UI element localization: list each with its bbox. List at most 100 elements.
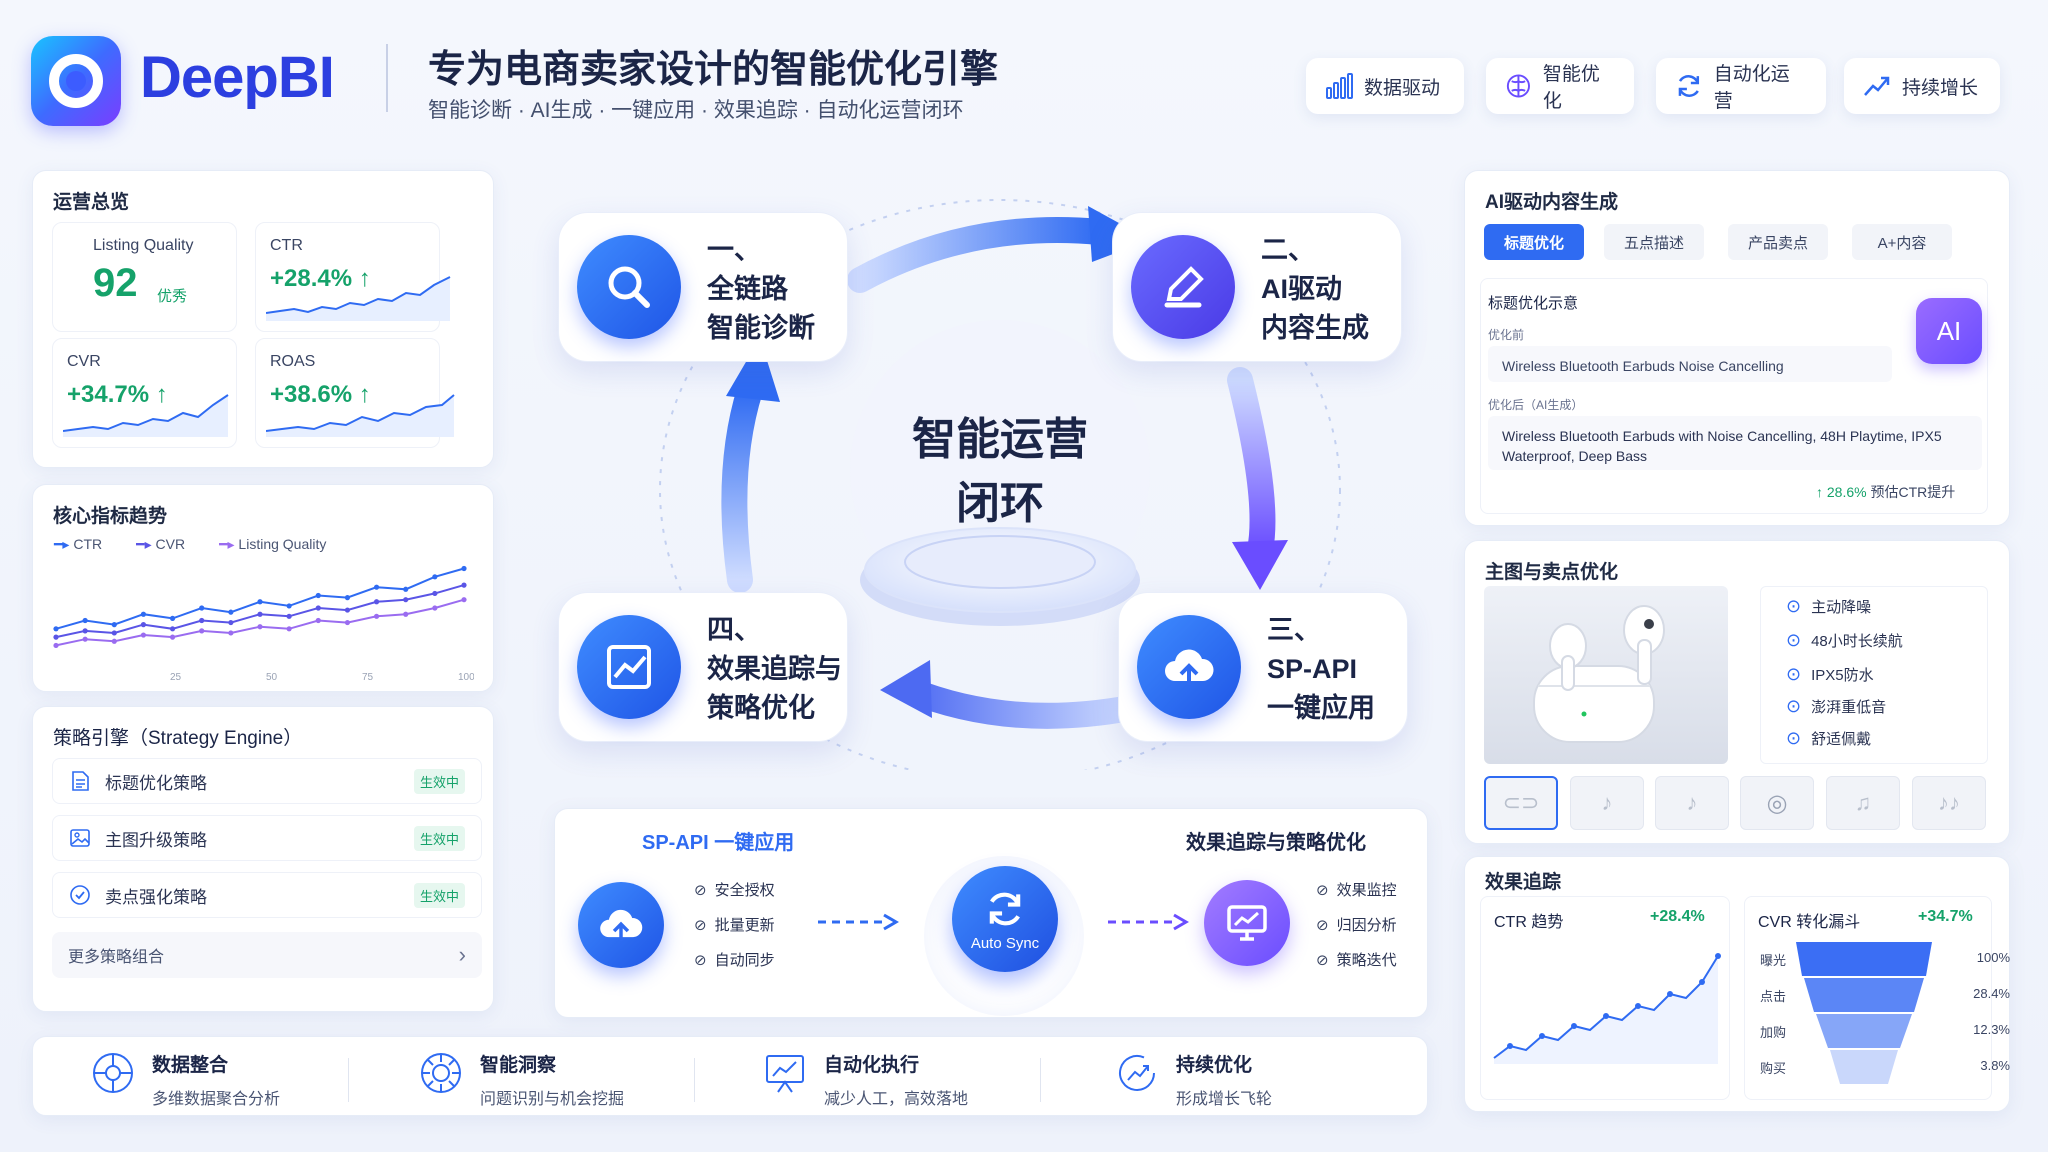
pill-label: 自动化运营 [1713, 64, 1790, 112]
trend-point [140, 632, 147, 638]
strategy-row-image[interactable]: 主图升级策略 生效中 [52, 815, 482, 861]
list-item: ⊘策略迭代 [1316, 951, 1397, 970]
step-ai-content[interactable]: 二、AI驱动内容生成 [1112, 212, 1402, 362]
refresh-icon [1678, 75, 1700, 97]
line-chart-icon [577, 615, 681, 719]
trend-point [111, 622, 117, 628]
tracking-card: 效果追踪 [1464, 856, 2010, 1112]
feature-panel [1760, 586, 1988, 764]
tab-bullets[interactable]: 五点描述 [1604, 224, 1704, 260]
check-circle-icon [70, 885, 90, 905]
kpi-label: Listing Quality [93, 237, 194, 254]
list-item: ⊘批量更新 [694, 916, 775, 935]
step-tracking[interactable]: 四、效果追踪与策略优化 [558, 592, 848, 742]
kpi-roas[interactable]: ROAS +38.6% ↑ [255, 338, 455, 448]
more-strategies-button[interactable]: 更多策略组合 › [52, 932, 482, 978]
trend-series-ctr [55, 567, 465, 630]
sync-left-title: SP-API 一键应用 [642, 832, 795, 854]
tab-aplus[interactable]: A+内容 [1852, 224, 1952, 260]
funnel-pct: 3.8% [1980, 1058, 2010, 1073]
divider [348, 1058, 349, 1102]
brain-icon [1506, 74, 1530, 98]
thumbnail-1[interactable]: ⊂⊃ [1484, 776, 1558, 830]
trend-point [286, 613, 292, 619]
pill-data-driven[interactable]: 数据驱动 [1306, 58, 1464, 114]
kpi-label: ROAS [270, 353, 316, 370]
trend-point [344, 619, 351, 626]
pill-growth[interactable]: 持续增长 [1844, 58, 2000, 114]
pill-smart-optimize[interactable]: 智能优化 [1486, 58, 1634, 114]
trend-point [140, 622, 147, 628]
bottom-item-automation: 自动化执行减少人工，高效落地 [762, 1050, 968, 1109]
divider [694, 1058, 695, 1102]
pill-label: 智能优化 [1542, 64, 1600, 112]
product-image[interactable] [1484, 586, 1728, 764]
trend-point [344, 607, 351, 613]
pen-edit-icon [1131, 235, 1235, 339]
feature-item: ⊙IPX5防水 [1786, 664, 1874, 684]
auto-sync-button[interactable]: Auto Sync [952, 866, 1058, 972]
trend-tick-label: 100 [458, 672, 474, 683]
ctr-trend-title: CTR 趋势 [1494, 914, 1564, 931]
title-example-panel [1480, 278, 1988, 514]
kpi-value: +38.6% ↑ [270, 381, 371, 408]
brand-name: DeepBI [140, 45, 335, 110]
pill-auto-ops[interactable]: 自动化运营 [1656, 58, 1826, 114]
list-item: ⊘归因分析 [1316, 916, 1397, 935]
funnel-pct: 28.4% [1973, 986, 2010, 1001]
kpi-sparkline [266, 394, 455, 437]
strategy-row-title[interactable]: 标题优化策略 生效中 [52, 758, 482, 804]
strategy-label: 卖点强化策略 [105, 887, 207, 907]
example-title: 标题优化示意 [1488, 295, 1579, 312]
ai-content-title: AI驱动内容生成 [1485, 192, 1619, 213]
legend-listing-quality[interactable]: ━▸ Listing Quality [219, 536, 327, 552]
gear-insight-icon [421, 1053, 461, 1093]
strategy-row-selling[interactable]: 卖点强化策略 生效中 [52, 872, 482, 918]
trend-card: 核心指标趋势 [32, 484, 494, 692]
kpi-value: +28.4% ↑ [270, 265, 371, 292]
ctr-trend-chart [1493, 953, 1721, 1064]
thumbnail-4[interactable]: ◎ [1740, 776, 1814, 830]
after-label: 优化后（AI生成） [1488, 398, 1584, 412]
header-divider [386, 44, 388, 112]
thumbnail-6[interactable]: ♪♪ [1912, 776, 1986, 830]
trend-point [82, 636, 88, 642]
kpi-ctr[interactable]: CTR +28.4% ↑ [255, 222, 451, 332]
trend-point [461, 582, 467, 588]
bar-chart-icon [1326, 73, 1353, 99]
ctr-gain: ↑ 28.6% 预估CTR提升 [1816, 484, 1956, 500]
step-diagnosis[interactable]: 一、全链路智能诊断 [558, 212, 848, 362]
trend-point [373, 584, 380, 590]
funnel-label: 购买 [1760, 1061, 1787, 1076]
divider [1040, 1058, 1041, 1102]
search-icon [577, 235, 681, 339]
legend-ctr[interactable]: ━▸ CTR [54, 536, 103, 552]
cvr-funnel-value: +34.7% [1918, 908, 1973, 925]
kpi-cvr[interactable]: CVR +34.7% ↑ [52, 338, 237, 448]
before-label: 优化前 [1488, 328, 1525, 342]
trend-point [315, 617, 321, 624]
presentation-chart-icon [766, 1055, 804, 1093]
auto-sync-label: Auto Sync [970, 934, 1040, 952]
thumbnail-2[interactable]: ♪ [1570, 776, 1644, 830]
tab-selling-points[interactable]: 产品卖点 [1728, 224, 1828, 260]
feature-item: ⊙主动降噪 [1786, 596, 1872, 616]
ctr-trend-value: +28.4% [1650, 908, 1705, 925]
status-badge: 生效中 [413, 825, 465, 851]
trend-point [257, 624, 263, 630]
image-opt-title: 主图与卖点优化 [1485, 562, 1619, 583]
kpi-listing-quality[interactable]: Listing Quality 92 优秀 [52, 222, 237, 332]
sync-right-list: ⊘效果监控 ⊘归因分析 ⊘策略迭代 [1316, 872, 1397, 977]
earbud-icon: ♪ [1601, 790, 1613, 815]
kpi-value: +34.7% ↑ [67, 381, 168, 408]
trend-point [53, 634, 59, 640]
legend-cvr[interactable]: ━▸ CVR [136, 536, 186, 552]
cycle-growth-icon [1119, 1055, 1155, 1091]
kpi-label: CVR [67, 353, 101, 370]
trend-point [82, 628, 88, 634]
thumbnail-5[interactable]: ♫ [1826, 776, 1900, 830]
thumbnail-3[interactable]: ♪ [1655, 776, 1729, 830]
cloud-upload-icon [578, 882, 664, 968]
tab-title-opt[interactable]: 标题优化 [1484, 224, 1584, 260]
